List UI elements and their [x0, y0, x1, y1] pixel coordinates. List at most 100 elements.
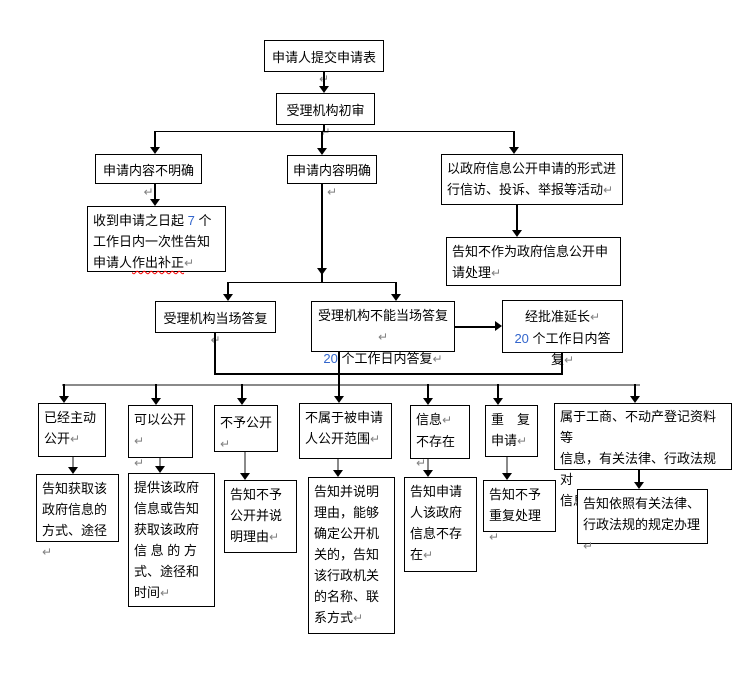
connector-extended-bus1 [561, 353, 563, 373]
node-out-provide-info[interactable]: 提供该政府 信息或告知 获取该政府 信 息 的 方 式、途径和 时间↵ [128, 473, 215, 607]
node-text: 个工作日内答复↵ [528, 331, 611, 367]
node-text: 个工作日内一次性告知申请人 [93, 213, 212, 270]
arrowhead-down [333, 470, 343, 477]
node-text: 可以公开↵ ↵ [134, 412, 187, 470]
node-out-no-repeat-handling[interactable]: 告知不予 重复处理↵ [483, 480, 556, 544]
arrowhead-down [237, 398, 247, 405]
node-petition-activities[interactable]: 以政府信息公开申请的形式进 行信访、投诉、举报等活动↵ [441, 154, 623, 205]
collector-bus-gray [62, 384, 640, 386]
arrowhead-down [502, 473, 512, 480]
connector-bus-onspot [227, 282, 229, 295]
node-out-not-exist-notice[interactable]: 告知申请 人该政府 信息不存 在↵ [404, 477, 477, 572]
arrowhead-down [59, 396, 69, 403]
return-mark: ↵ [184, 256, 195, 270]
arrowhead-down [423, 398, 433, 405]
arrowhead-down [240, 473, 250, 480]
node-out-explain-reason[interactable]: 告知并说明 理由，能够 确定公开机 关的，告知 该行政机关 的名称、联 系方式↵ [308, 477, 395, 634]
node-text: 已经主动 公开↵ [44, 410, 97, 446]
node-text: 个工作日内答复↵ [337, 351, 443, 366]
node-text: 经批准延长↵ [524, 309, 601, 324]
node-text: 受理机构初审↵ [286, 103, 365, 139]
node-cat-already-public[interactable]: 已经主动 公开↵ [38, 403, 106, 457]
connector-cat6-out6 [506, 457, 508, 474]
node-not-treated-notice[interactable]: 告知不作为政府信息公开申 请处理↵ [446, 237, 621, 286]
drop-cat-info-not-exist [427, 384, 429, 399]
node-text: 受理机构不能当场答复↵ [317, 308, 448, 344]
arrowhead-down [630, 396, 640, 403]
node-content-clear[interactable]: 申请内容明确↵ [287, 155, 377, 199]
connector-bus-within20 [395, 282, 397, 295]
drop-cat-repeat [497, 384, 499, 399]
arrowhead-down [151, 398, 161, 405]
drop-cat-special [634, 384, 636, 397]
connector-bus-unclear [154, 131, 156, 147]
workdays-number: 20 [514, 331, 529, 346]
node-text: 不予公开↵ [220, 415, 273, 451]
connector-cat4-out4 [337, 459, 339, 471]
arrowhead-down [68, 467, 78, 474]
node-cat-can-public[interactable]: 可以公开↵ ↵ [128, 405, 193, 470]
node-text: 重 复 申请↵ [491, 412, 531, 448]
arrowhead-down [317, 268, 327, 275]
drop-cat-not-public [241, 384, 243, 399]
node-approved-extension[interactable]: 经批准延长↵ 20 个工作日内答复↵ [502, 300, 623, 367]
connector-bus-clear [321, 131, 323, 148]
node-text: 告知依照有关法律、 行政法规的规定办理↵ [583, 496, 701, 553]
branch-bus-top [155, 131, 514, 132]
arrowhead-down [634, 482, 644, 489]
node-cat-not-public[interactable]: 不予公开↵ [214, 405, 278, 452]
node-text: 以政府信息公开申请的形式进 行信访、投诉、举报等活动↵ [447, 161, 617, 197]
arrowhead-down [493, 398, 503, 405]
node-initial-review[interactable]: 受理机构初审↵ [276, 93, 375, 139]
node-out-legal-handling[interactable]: 告知依照有关法律、 行政法规的规定办理↵ [577, 489, 708, 553]
node-out-inform-access-way[interactable]: 告知获取该 政府信息的 方式、途径↵ [36, 474, 119, 559]
node-text: 告知不作为政府信息公开申 请处理↵ [452, 244, 609, 280]
node-onspot-reply[interactable]: 受理机构当场答复↵ [155, 301, 276, 347]
collector-bus-black [214, 373, 563, 375]
branch-bus-middle [228, 282, 397, 283]
node-text: 信息↵ 不存在↵ [416, 412, 456, 470]
node-text: 收到申请之日起 [93, 213, 188, 228]
connector-cat7-out7 [638, 470, 640, 483]
arrowhead-down [512, 230, 522, 237]
arrowhead-down [334, 396, 344, 403]
node-text: 申请内容明确↵ [293, 163, 372, 199]
connector-clear-middlebus [321, 184, 323, 282]
workdays-number: 20 [323, 351, 338, 366]
node-cat-info-not-exist[interactable]: 信息↵ 不存在↵ [410, 405, 470, 470]
spellcheck-underlined-text: 作出补正 [132, 255, 185, 270]
connector-within20-cat4 [338, 352, 340, 397]
node-text: 不属于被申请 人公开范围↵ [305, 410, 384, 446]
node-content-unclear[interactable]: 申请内容不明确↵ [95, 154, 202, 199]
node-text: 告知不予 公开并说 明理由↵ [230, 487, 283, 544]
connector-submit-review [323, 72, 325, 88]
arrowhead-down [509, 147, 519, 154]
arrowhead-down [150, 199, 160, 206]
arrowhead-down [150, 147, 160, 154]
node-submit-application[interactable]: 申请人提交申请表↵ [264, 40, 384, 86]
connector-within20-extended [455, 326, 495, 328]
drop-cat-can-public [155, 384, 157, 399]
connector-review-stub [323, 125, 325, 131]
arrowhead-down [223, 294, 233, 301]
arrowhead-down [155, 466, 165, 473]
node-text: 提供该政府 信息或告知 获取该政府 信 息 的 方 式、途径和 时间↵ [134, 480, 200, 600]
workdays-number: 7 [187, 213, 195, 228]
node-cat-repeat-application[interactable]: 重 复 申请↵ [485, 405, 538, 457]
node-text: 申请内容不明确↵ [102, 163, 194, 199]
arrowhead-down [319, 86, 329, 93]
connector-cat1-out1 [72, 457, 74, 468]
node-cat-special-regulation[interactable]: 属于工商、不动产登记资料等 信息，有关法律、行政法规对 信息获取有特别规定的↵ [554, 403, 732, 508]
node-cat-not-in-scope[interactable]: 不属于被申请 人公开范围↵ [299, 403, 392, 459]
connector-bus-petition [513, 131, 515, 147]
drop-cat-already-public [63, 384, 65, 397]
node-out-refuse-with-reason[interactable]: 告知不予 公开并说 明理由↵ [224, 480, 297, 553]
node-reply-within-20-days[interactable]: 受理机构不能当场答复↵ 20 个工作日内答复↵ [311, 301, 455, 366]
connector-cat3-out3 [244, 452, 246, 474]
connector-onspot-bus1 [214, 333, 216, 373]
arrowhead-right [495, 321, 502, 331]
node-supplement-notice[interactable]: 收到申请之日起 7 个工作日内一次性告知申请人作出补正↵ [87, 206, 226, 272]
connector-cat2-out2 [159, 458, 161, 467]
arrowhead-down [317, 148, 327, 155]
